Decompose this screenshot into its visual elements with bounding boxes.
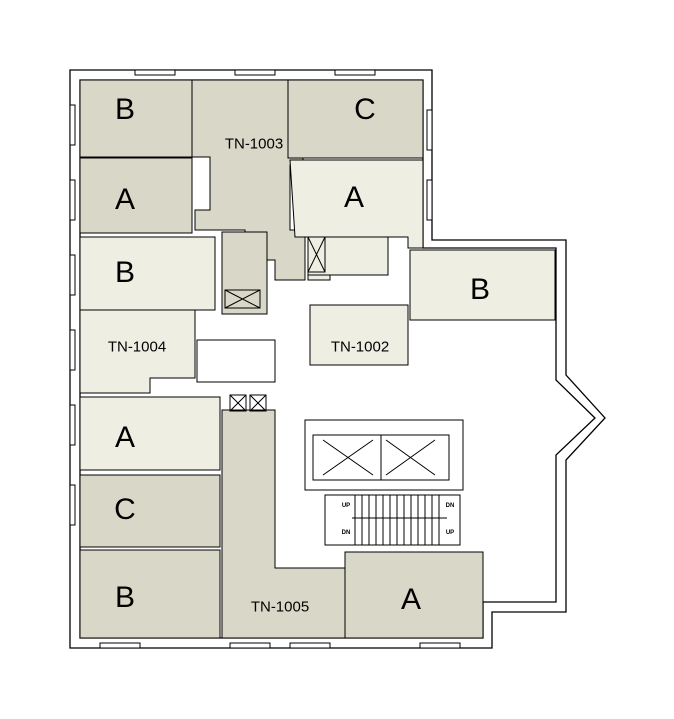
room-label: B <box>114 256 136 289</box>
stair-label: UP <box>341 503 351 509</box>
suite-label: TN-1004 <box>107 338 167 356</box>
room-b-1005 <box>79 549 221 639</box>
stair-label: DN <box>341 530 351 536</box>
room-label: B <box>469 273 491 306</box>
bathroom-1004 <box>196 339 276 383</box>
stairwell <box>324 494 461 546</box>
room-b-1003 <box>79 79 193 158</box>
room-label: C <box>354 93 376 126</box>
room-a-1004 <box>79 396 221 471</box>
room-b-1002 <box>409 249 556 321</box>
room-a-1003 <box>79 157 193 234</box>
suite-label: TN-1005 <box>250 598 310 616</box>
elevator-core <box>304 419 464 491</box>
room-label: B <box>114 93 136 126</box>
room-label: A <box>114 421 136 454</box>
room-c-1005 <box>79 474 221 548</box>
room-label: A <box>343 181 365 214</box>
room-c-1003 <box>287 79 424 159</box>
bathroom-1002 <box>307 236 389 276</box>
room-a-bottom <box>344 551 484 639</box>
suite-1002-common <box>309 304 409 366</box>
stair-treads <box>354 495 440 545</box>
room-b-1004 <box>79 236 216 311</box>
suite-label: TN-1002 <box>330 338 390 356</box>
room-label: B <box>114 581 136 614</box>
stair-label: UP <box>445 530 455 536</box>
elevator-2 <box>380 434 450 481</box>
room-label: A <box>114 183 136 216</box>
room-label: A <box>400 583 422 616</box>
room-label: C <box>114 493 136 526</box>
suite-label: TN-1003 <box>224 135 284 153</box>
suite-1004-common <box>79 309 196 394</box>
stair-label: DN <box>445 503 455 509</box>
